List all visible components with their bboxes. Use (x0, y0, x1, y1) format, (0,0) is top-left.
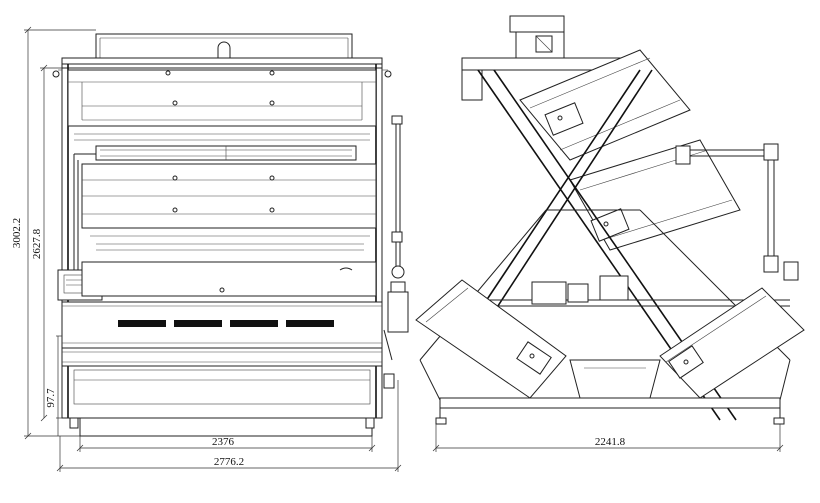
dim-inner-width-label: 2376 (212, 436, 235, 448)
side-view: 2241.8 (415, 15, 805, 452)
side-piping (383, 115, 409, 389)
dim-frame-height: 2627.8 (31, 64, 62, 422)
middle-module (81, 163, 377, 251)
top-hopper (61, 33, 383, 69)
dim-overall-width: 2776.2 (56, 380, 402, 472)
dim-overall-depth: 2241.8 (432, 424, 784, 452)
dim-overall-height: 3002.2 (11, 26, 96, 440)
side-air-pipe (675, 143, 799, 281)
vent-slots (118, 320, 334, 327)
side-lower-right-chute (659, 287, 805, 399)
dim-overall-width-label: 2776.2 (214, 456, 244, 468)
dim-overall-depth-label: 2241.8 (595, 436, 626, 448)
side-lower-left-chute (415, 279, 567, 399)
front-base (61, 347, 383, 437)
side-middle-chute (569, 139, 741, 251)
side-center-outlet (569, 359, 661, 399)
lower-module (61, 261, 383, 349)
dim-inner-width: 2376 (76, 436, 376, 452)
upper-module (67, 69, 377, 141)
dim-frame-height-label: 2627.8 (31, 228, 43, 259)
dim-foot-height: 97.7 (45, 335, 62, 436)
side-base (419, 359, 791, 425)
dim-overall-height-label: 3002.2 (11, 218, 23, 248)
dim-foot-height-label: 97.7 (45, 388, 57, 408)
side-hopper (509, 15, 565, 59)
front-view: 3002.2 2627.8 97.7 2376 (11, 26, 409, 472)
